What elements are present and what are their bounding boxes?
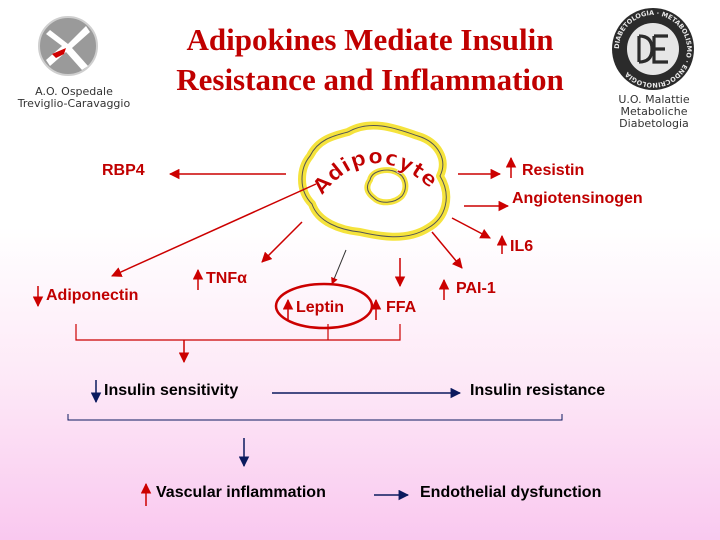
- adiponectin-label: Adiponectin: [46, 287, 139, 304]
- vascular-inflammation-label: Vascular inflammation: [156, 484, 326, 501]
- hospital-caption-line-1: A.O. Ospedale: [35, 85, 113, 98]
- diabetology-seal-logo: DIABETOLOGIA · METABOLISMO · ENDOCRINOLO…: [612, 8, 694, 90]
- insulin-resistance-label: Insulin resistance: [470, 382, 606, 399]
- resistin-label: Resistin: [522, 162, 585, 179]
- title-line-2: Resistance and Inflammation: [176, 62, 564, 97]
- diabetology-caption-line-3: Diabetologia: [619, 117, 689, 130]
- arrow-to-il6: [451, 217, 491, 239]
- pai1-label: PAI-1: [456, 280, 496, 297]
- hospital-caption-line-2: Treviglio-Caravaggio: [17, 97, 131, 110]
- arrow-to-adiponectin: [111, 183, 317, 277]
- rbp4-label: RBP4: [102, 162, 145, 179]
- angiotensinogen-label: Angiotensinogen: [512, 190, 643, 207]
- insulin-sensitivity-label: Insulin sensitivity: [104, 382, 239, 399]
- tnf-label: TNFα: [206, 270, 247, 287]
- endothelial-dysfunction-label: Endothelial dysfunction: [420, 484, 602, 501]
- leptin-label: Leptin: [296, 299, 344, 316]
- adipokine-bracket: [75, 324, 401, 341]
- diabetology-caption: U.O. Malattie Metaboliche Diabetologia: [604, 94, 704, 130]
- arrow-to-leptin: [331, 249, 347, 285]
- insulin-bracket: [67, 414, 563, 421]
- slide-title: Adipokines Mediate Insulin Resistance an…: [140, 20, 600, 100]
- hospital-logo: [38, 16, 98, 76]
- title-line-1: Adipokines Mediate Insulin: [186, 22, 554, 57]
- hospital-caption: A.O. Ospedale Treviglio-Caravaggio: [4, 86, 144, 110]
- diabetology-caption-line-1: U.O. Malattie: [618, 93, 690, 106]
- diabetology-caption-line-2: Metaboliche: [620, 105, 688, 118]
- arrow-to-pai1: [431, 231, 463, 269]
- il6-label: IL6: [510, 238, 534, 255]
- ffa-label: FFA: [386, 299, 417, 316]
- arrow-to-tnf: [261, 221, 303, 263]
